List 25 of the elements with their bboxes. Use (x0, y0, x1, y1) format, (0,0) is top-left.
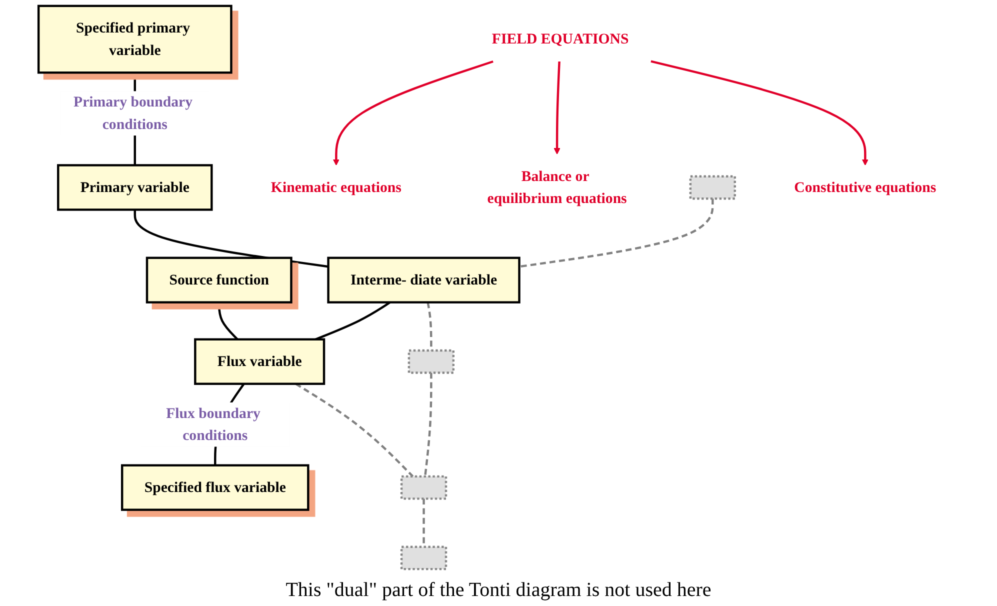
note-text: This "dual" part of the Tonti diagram is not used here (286, 579, 712, 602)
node-box (689, 175, 736, 200)
node-box (400, 546, 448, 570)
node-text: Constitutive equations (794, 179, 936, 196)
node-text: Kinematic equations (270, 179, 402, 196)
connector (315, 301, 391, 340)
node-text: Balance or equilibrium equations (487, 168, 627, 207)
arrow (554, 61, 560, 154)
node-box: Flux variable (194, 338, 326, 385)
node-text: FIELD EQUATIONS (492, 31, 629, 48)
connector (424, 372, 432, 477)
arrow (650, 60, 868, 166)
node-box: Specified flux variable (121, 464, 310, 511)
node-box: Source function (146, 256, 292, 304)
node-box (408, 349, 455, 374)
node-box (400, 475, 448, 500)
node-box: Specified primary variable (37, 4, 232, 74)
edge-label: Flux boundary conditions (166, 405, 260, 444)
arrow (332, 60, 494, 166)
connector (295, 382, 414, 478)
node-box: Interme- diate variable (327, 256, 520, 304)
node-box: Primary variable (57, 164, 213, 211)
connector (218, 302, 238, 340)
connector (519, 198, 714, 268)
edge-label: Primary boundary conditions (74, 94, 193, 133)
